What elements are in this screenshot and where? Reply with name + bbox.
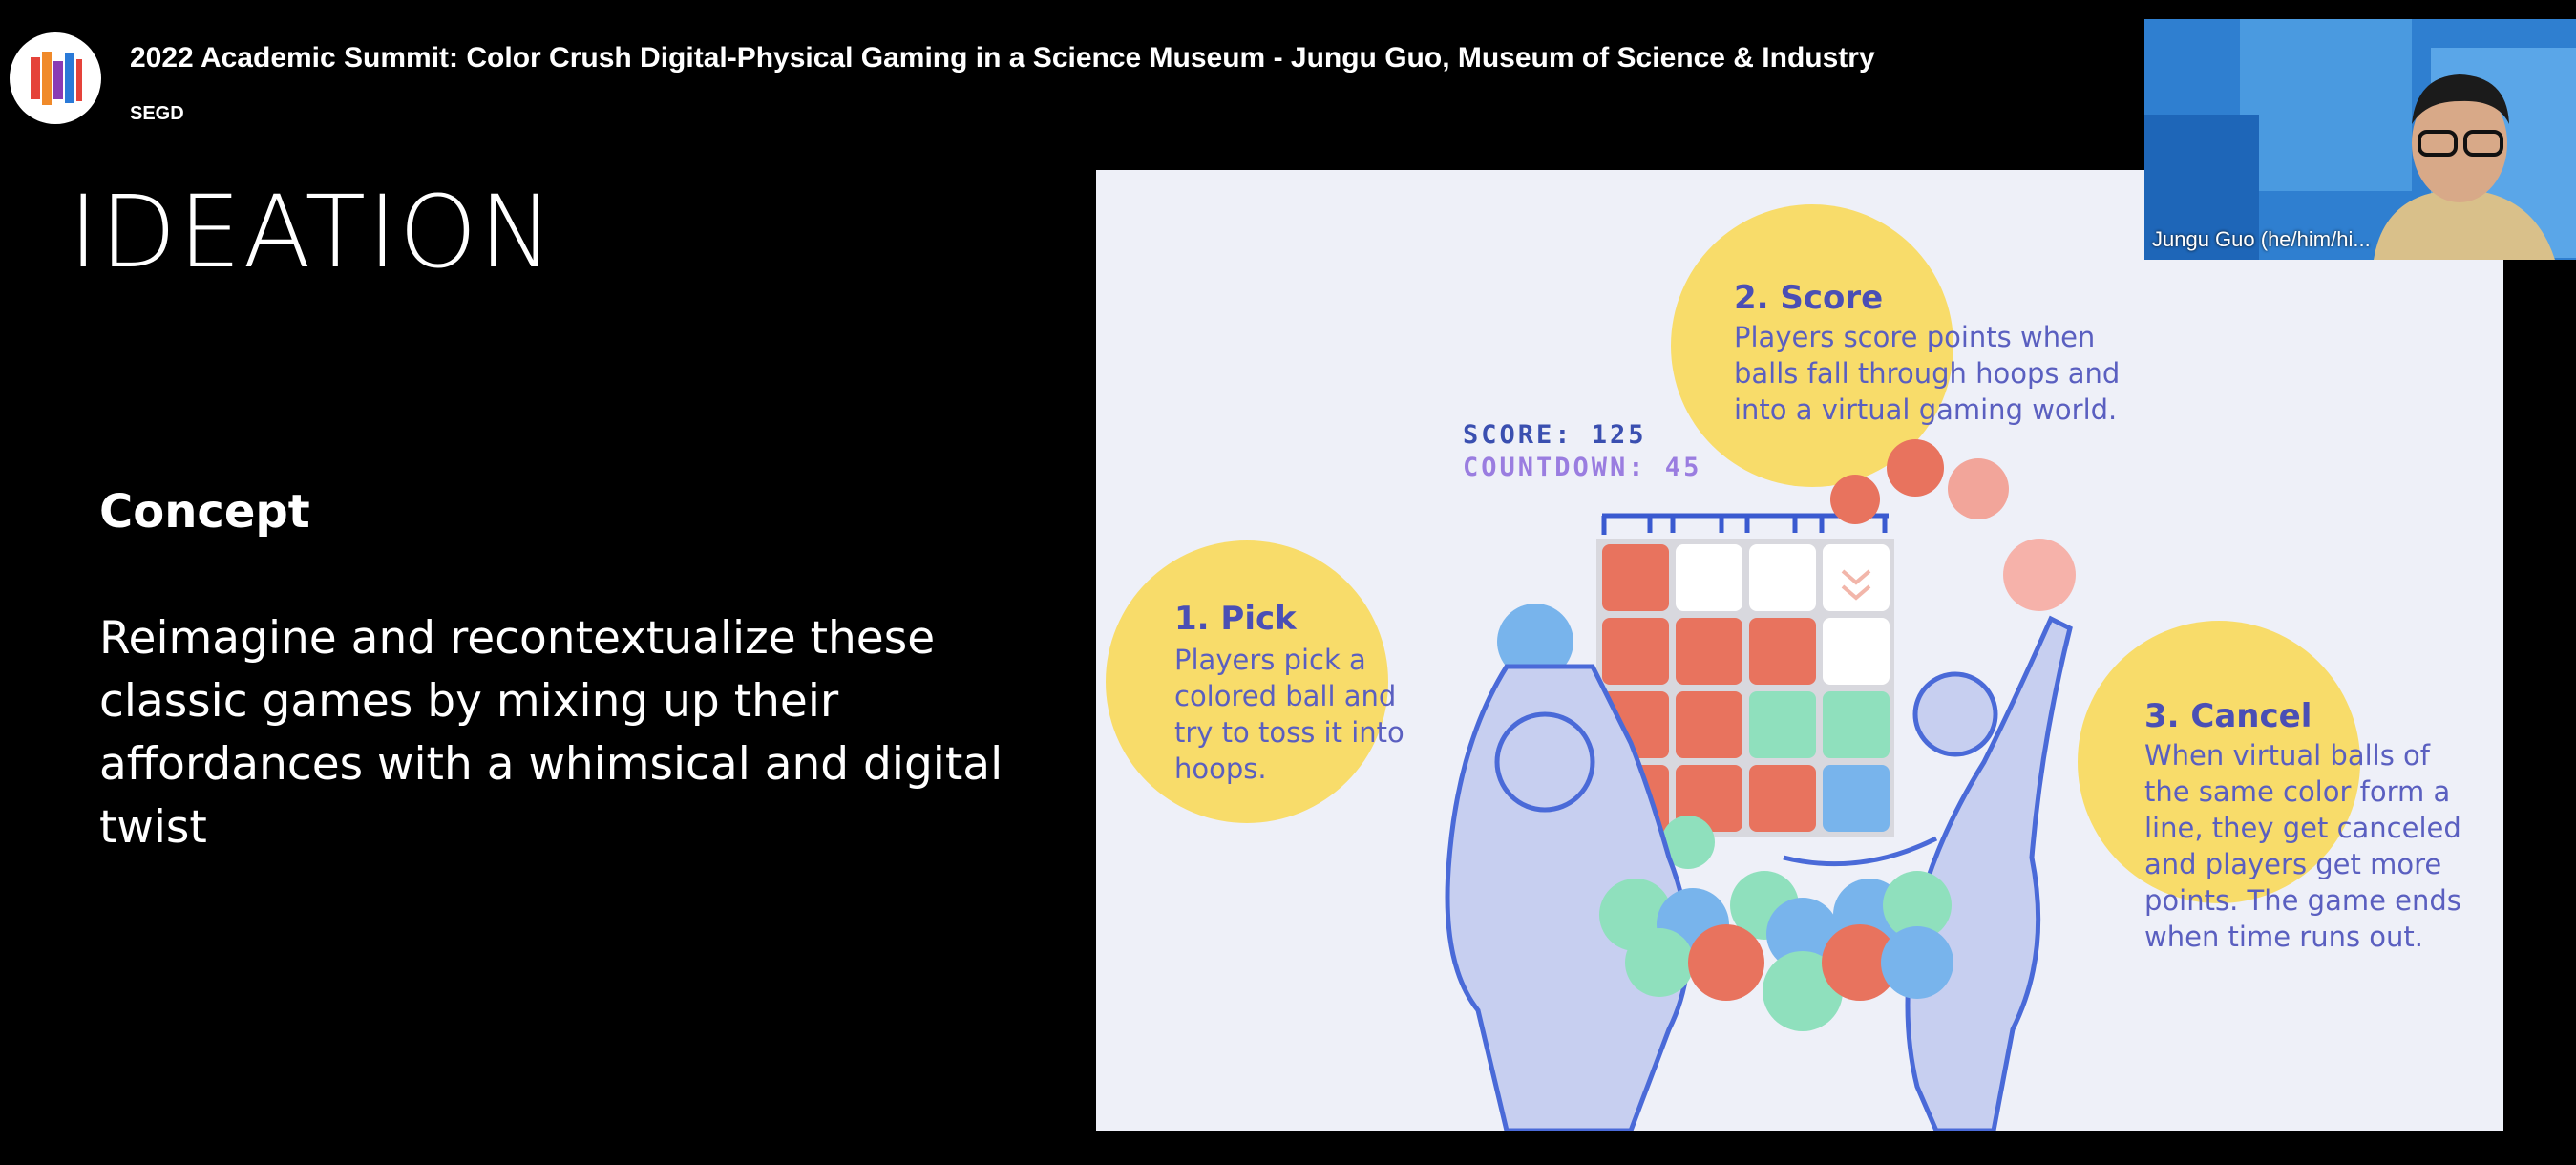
score-readout: SCORE: 125 xyxy=(1463,420,1647,450)
presenter-video[interactable]: Jungu Guo (he/him/hi... xyxy=(2144,19,2576,260)
channel-name[interactable]: SEGD xyxy=(130,103,184,124)
step-cancel-title: 3. Cancel xyxy=(2144,697,2312,735)
cancel-bubble xyxy=(2078,621,2360,903)
video-title[interactable]: 2022 Academic Summit: Color Crush Digita… xyxy=(130,42,1875,74)
channel-logo[interactable] xyxy=(10,32,101,124)
presenter-name-label: Jungu Guo (he/him/hi... xyxy=(2152,227,2371,251)
right-player xyxy=(1783,615,2073,1131)
ball-pit xyxy=(1599,871,1953,1031)
color-crush-illustration: 1. Pick Players pick a colored ball and … xyxy=(1096,170,2503,1131)
game-scene xyxy=(1445,439,2076,1131)
pick-bubble xyxy=(1106,540,1388,823)
segd-logo-icon xyxy=(31,52,82,105)
step-score-title: 2. Score xyxy=(1734,279,1884,317)
left-player xyxy=(1445,664,1691,1131)
step-pick-title: 1. Pick xyxy=(1174,600,1297,638)
concept-title: Concept xyxy=(99,485,310,539)
slide-heading: IDEATION xyxy=(69,174,556,290)
falling-chevrons xyxy=(1841,569,1871,601)
presenter-video-feed xyxy=(2144,19,2576,260)
score-bubble xyxy=(1671,204,1953,487)
concept-body: Reimagine and recontextualize these clas… xyxy=(99,612,1003,854)
step-score-text: Players score points when balls fall thr… xyxy=(1734,321,2121,426)
grid-cells xyxy=(1602,544,1890,832)
step-cancel-text: When virtual balls of the same color for… xyxy=(2144,739,2461,953)
flying-balls xyxy=(1497,439,2076,869)
countdown-readout: COUNTDOWN: 45 xyxy=(1463,453,1702,482)
step-pick-text: Players pick a colored ball and try to t… xyxy=(1174,644,1404,785)
